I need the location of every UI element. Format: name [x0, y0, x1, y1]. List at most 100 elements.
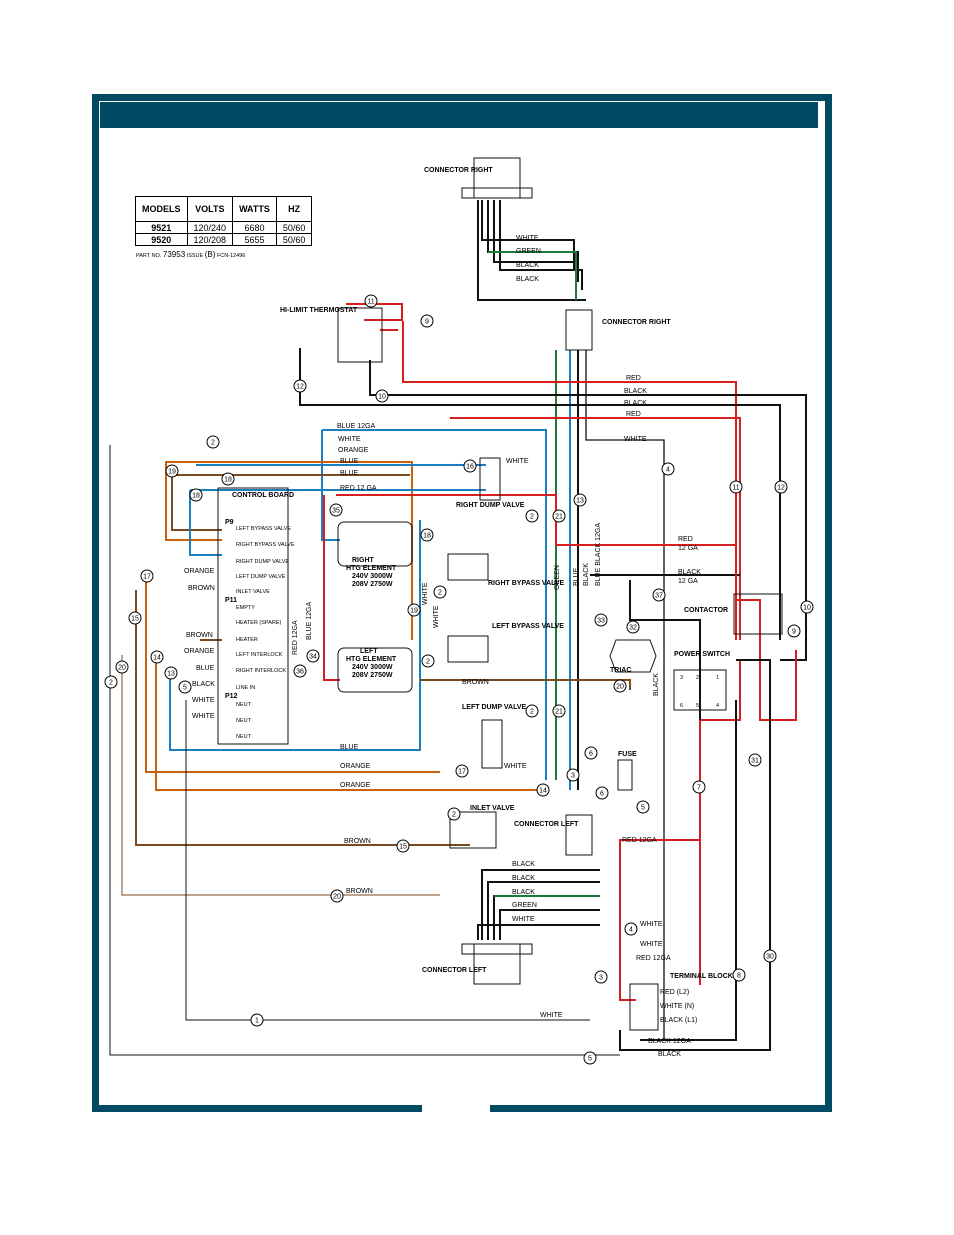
- svg-text:3: 3: [599, 975, 603, 982]
- label-right-htg-1: RIGHT: [352, 557, 375, 564]
- label-left-dump-valve: LEFT DUMP VALVE: [462, 704, 527, 711]
- wire-label: GREEN: [516, 248, 541, 255]
- part-number: PART NO. 73953 ISSUE (B) FCN-12496: [136, 250, 245, 259]
- svg-text:31: 31: [751, 758, 759, 765]
- svg-text:17: 17: [458, 769, 466, 776]
- connector-left-bottom-flange: [461, 943, 533, 955]
- wire-label: WHITE: [640, 941, 663, 948]
- wire-label: BLACK: [516, 276, 539, 283]
- terminal-black: BLACK (L1): [660, 1017, 697, 1024]
- label-right-htg-2: HTG ELEMENT: [346, 565, 397, 572]
- wire-number: 12: [774, 480, 788, 494]
- triac-shape: [609, 639, 657, 673]
- wire-number: 37: [652, 588, 666, 602]
- wire-number: 21: [552, 509, 566, 523]
- wire-number: 20: [613, 679, 627, 693]
- svg-text:19: 19: [168, 469, 176, 476]
- frame-gap: [422, 1104, 490, 1114]
- wire-number: 19: [407, 603, 421, 617]
- pin-label: NEUT: [236, 718, 252, 724]
- wire-number: 2: [104, 675, 118, 689]
- label-right-htg-4: 208V 2750W: [352, 581, 393, 588]
- wire-label: WHITE: [640, 921, 663, 928]
- connector-right-top-shape: [473, 157, 521, 199]
- spec-cell: 9520: [135, 233, 188, 246]
- wire-number: 2: [433, 585, 447, 599]
- svg-text:15: 15: [399, 844, 407, 851]
- wire-number: 30: [763, 949, 777, 963]
- wire-white-1: [185, 700, 590, 1021]
- pin-label: LINE IN: [236, 685, 255, 691]
- wire-number: 14: [150, 650, 164, 664]
- wire-orange-14: [155, 657, 548, 791]
- wire-label: RED 12GA: [636, 955, 671, 962]
- label-connector-right-top: CONNECTOR RIGHT: [424, 167, 493, 174]
- wire-label: BLUE: [340, 744, 359, 751]
- svg-text:35: 35: [332, 508, 340, 515]
- page-frame: [92, 94, 832, 1112]
- svg-text:21: 21: [555, 709, 563, 716]
- title-bar: [100, 102, 818, 128]
- svg-text:20: 20: [333, 894, 341, 901]
- pin-label: NEUT: [236, 734, 252, 740]
- wire-label: BLACK: [516, 262, 539, 269]
- wire-number: 15: [128, 611, 142, 625]
- svg-text:18: 18: [423, 533, 431, 540]
- wire-number: 34: [306, 649, 320, 663]
- wire-number: 2: [525, 509, 539, 523]
- fuse-shape: [617, 759, 633, 791]
- svg-text:7: 7: [697, 785, 701, 792]
- inlet-valve-shape: [449, 811, 497, 849]
- wire-blue-12ga-down: [321, 430, 340, 541]
- label-contactor: CONTACTOR: [684, 607, 728, 614]
- wire-black-8: [640, 700, 737, 1041]
- wire-label-vertical: WHITE: [433, 605, 440, 628]
- wire-label: WHITE: [192, 713, 215, 720]
- svg-text:10: 10: [378, 394, 386, 401]
- wire-number: 36: [293, 664, 307, 678]
- issue-value: (B): [204, 250, 216, 259]
- wire-number: 9: [787, 624, 801, 638]
- pin-label: HEATER (SPARE): [236, 620, 281, 626]
- wire-label: BLACK: [678, 569, 701, 576]
- spec-cell: 50/60: [275, 233, 313, 246]
- right-bypass-shape: [447, 553, 489, 581]
- wire-brown-19: [171, 475, 222, 531]
- wire-number: 13: [573, 493, 587, 507]
- label-fuse: FUSE: [618, 751, 637, 758]
- label-left-htg-3: 240V 3000W: [352, 664, 393, 671]
- wire-label-vertical: BLACK: [653, 673, 660, 696]
- wire-number: 18: [420, 528, 434, 542]
- hi-limit-shape: [337, 307, 383, 363]
- wire-brown-15: [135, 590, 470, 846]
- switch-pin: 2: [696, 675, 699, 681]
- svg-text:19: 19: [410, 608, 418, 615]
- svg-text:37: 37: [655, 593, 663, 600]
- wire-label: ORANGE: [340, 763, 371, 770]
- pin-label: RIGHT BYPASS VALVE: [236, 542, 295, 548]
- label-connector-right-mid: CONNECTOR RIGHT: [602, 319, 671, 326]
- svg-text:12: 12: [296, 384, 304, 391]
- label-left-htg-1: LEFT: [360, 648, 378, 655]
- wire-number: 6: [584, 746, 598, 760]
- label-right-bypass: RIGHT BYPASS VALVE: [488, 580, 565, 587]
- pin-p9: P9: [225, 519, 234, 526]
- wire-label: BLUE: [196, 665, 215, 672]
- wire-label: WHITE: [504, 763, 527, 770]
- terminal-labels: RED (L2) WHITE (N) BLACK (L1): [660, 989, 697, 1024]
- wire-label: RED 12 GA: [340, 485, 377, 492]
- wire-orange-top: [165, 461, 413, 640]
- svg-text:32: 32: [629, 625, 637, 632]
- wire-number: 17: [455, 764, 469, 778]
- power-switch-pins: 3 2 1 6 5 4: [680, 675, 719, 709]
- label-left-bypass: LEFT BYPASS VALVE: [492, 623, 564, 630]
- terminal-red: RED (L2): [660, 989, 689, 996]
- svg-text:4: 4: [629, 927, 633, 934]
- wire-number: 32: [626, 620, 640, 634]
- left-htg-element-shape: [337, 647, 413, 693]
- wire-red-thermo: [364, 319, 403, 331]
- wire-label-vertical: BLUE BLACK 12GA: [595, 523, 602, 586]
- svg-text:6: 6: [600, 791, 604, 798]
- wire-number: 11: [729, 480, 743, 494]
- wire-number: 3: [566, 768, 580, 782]
